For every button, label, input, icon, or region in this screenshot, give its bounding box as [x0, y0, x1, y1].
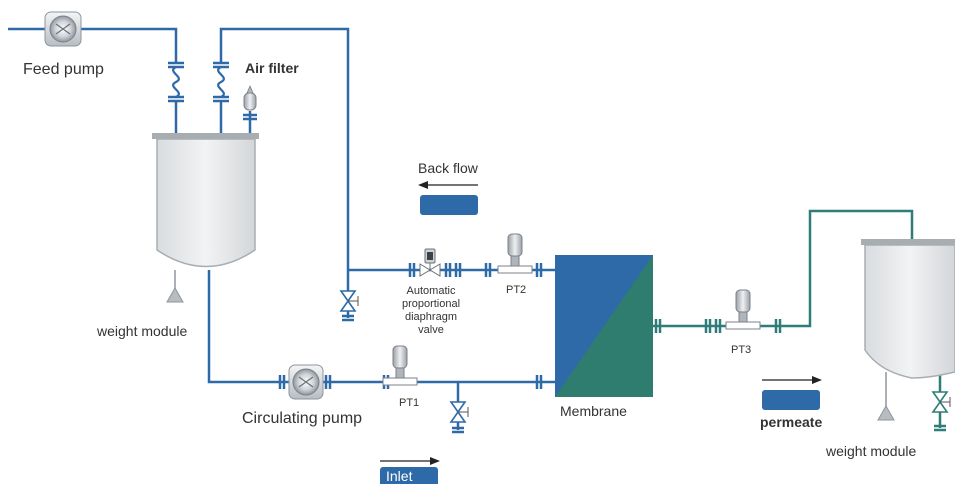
air-filter-label: Air filter — [245, 60, 299, 76]
pt3-label: PT3 — [731, 344, 752, 356]
right-tank-icon — [861, 239, 955, 379]
pt1-pressure-sensor-icon — [382, 345, 418, 386]
back-flow-arrow-icon — [418, 181, 478, 189]
left-weight-module-label: weight module — [97, 323, 188, 339]
feed-pump-label: Feed pump — [23, 61, 104, 78]
valve-label-line-3: diaphragm — [405, 311, 457, 323]
permeate-arrow-icon — [762, 376, 822, 384]
diaphragm-valve-icon — [419, 248, 441, 277]
valve-label-line-1: Automatic — [406, 285, 456, 297]
right-drain-valve-icon — [931, 391, 951, 413]
back-flow-button[interactable] — [420, 195, 478, 215]
flexible-hose-left-icon — [172, 66, 180, 98]
left-tank-icon — [152, 133, 259, 268]
inlet-drain-valve-icon — [449, 401, 469, 423]
back-flow-label: Back flow — [418, 160, 478, 176]
permeate-button[interactable] — [762, 390, 820, 410]
feed-pump-icon — [44, 11, 82, 47]
membrane-icon — [555, 255, 653, 397]
pt3-pressure-sensor-icon — [725, 289, 761, 330]
left-weight-module-icon — [166, 270, 184, 303]
pt1-label: PT1 — [399, 397, 420, 409]
pipes-blue — [8, 27, 555, 430]
diaphragm-valve-label: Automatic proportional diaphragm valve — [390, 285, 472, 337]
pipe-flanges — [168, 61, 543, 434]
inlet-arrow-icon — [380, 457, 440, 465]
flexible-hose-right-icon — [217, 66, 225, 98]
inlet-label: Inlet — [386, 468, 413, 484]
pt2-pressure-sensor-icon — [497, 233, 533, 274]
back-flow-drain-valve-icon — [339, 290, 359, 312]
pt2-label: PT2 — [506, 284, 527, 296]
circulating-pump-icon — [288, 364, 324, 400]
air-filter-icon — [243, 84, 257, 111]
circulating-pump-label: Circulating pump — [242, 410, 363, 427]
right-weight-module-label: weight module — [826, 443, 917, 459]
inlet-button[interactable] — [380, 467, 438, 484]
valve-label-line-4: valve — [418, 324, 444, 336]
valve-label-line-2: proportional — [401, 298, 461, 310]
pipe-flanges-teal — [654, 319, 946, 432]
membrane-label: Membrane — [560, 403, 627, 419]
permeate-label: permeate — [760, 414, 823, 430]
right-weight-module-icon — [877, 372, 895, 421]
